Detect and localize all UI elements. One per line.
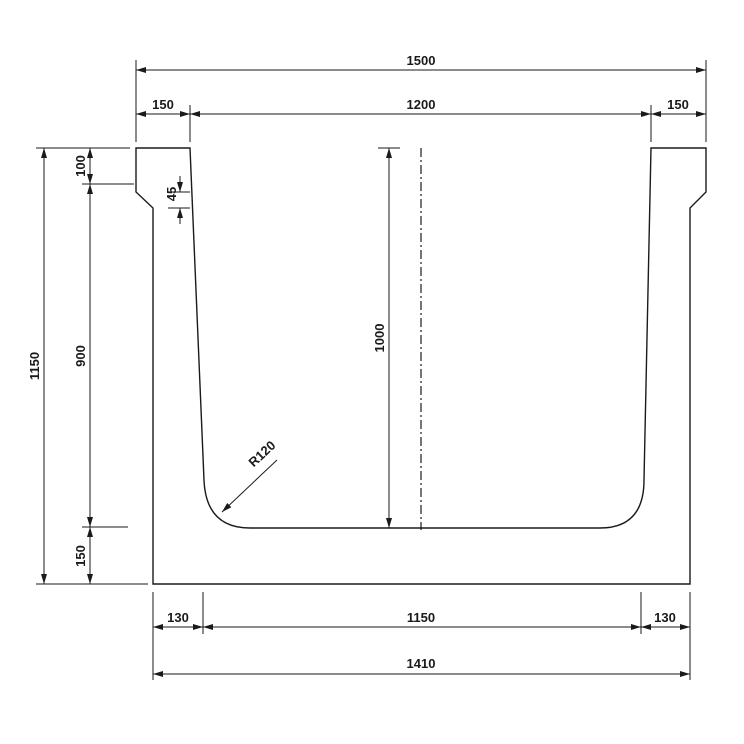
leader-corner-radius xyxy=(221,459,278,513)
dim-label-ledge-height: 100 xyxy=(73,155,88,177)
dim-label-top-left-ledge: 150 xyxy=(152,97,174,112)
channel-profile-outline xyxy=(135,147,707,585)
dim-label-bottom-left-wall: 130 xyxy=(167,610,189,625)
dim-label-bottom-inner-width: 1150 xyxy=(407,610,435,625)
dim-label-chamfer: 45 xyxy=(164,187,179,201)
dim-label-corner-radius: R120 xyxy=(245,438,278,470)
dim-label-center-depth: 1000 xyxy=(372,324,387,353)
dim-label-base-thickness: 150 xyxy=(73,545,88,567)
dim-label-overall-bottom: 1410 xyxy=(407,656,436,671)
dim-label-inner-depth: 900 xyxy=(73,345,88,367)
dim-label-top-right-ledge: 150 xyxy=(667,97,689,112)
dim-label-bottom-right-wall: 130 xyxy=(654,610,676,625)
dim-label-total-height: 1150 xyxy=(27,352,42,380)
dim-label-overall-top: 1500 xyxy=(407,53,436,68)
dim-label-inner-opening: 1200 xyxy=(407,97,436,112)
